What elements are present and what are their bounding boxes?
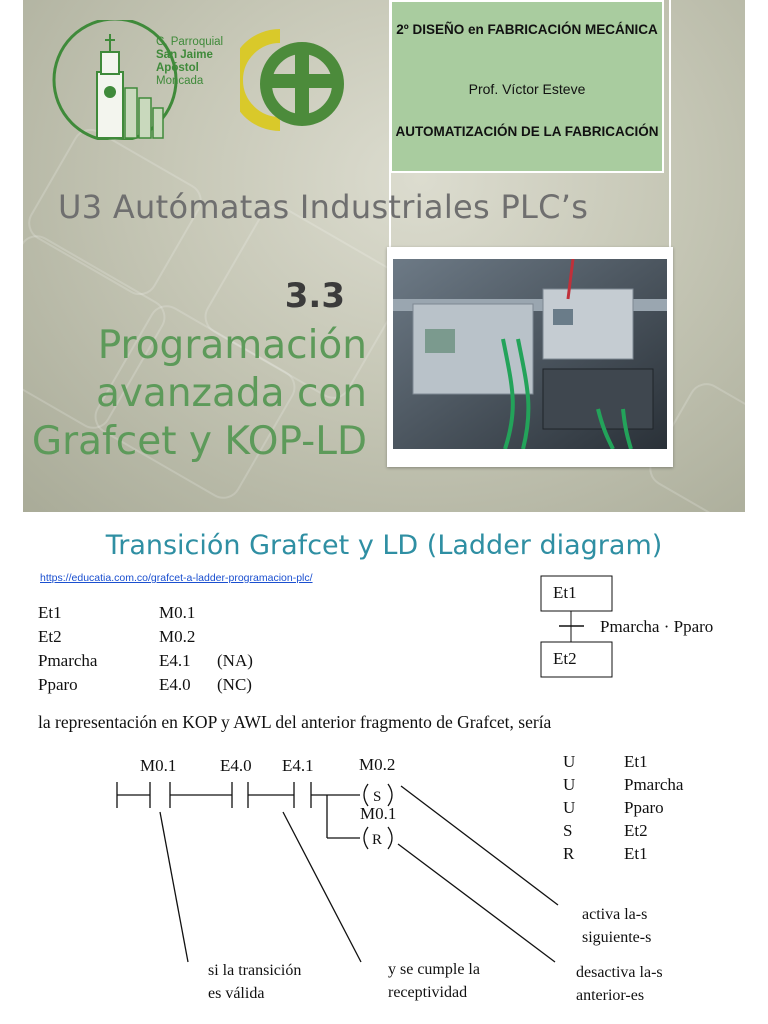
- professor-name: Prof. Víctor Esteve: [468, 81, 586, 97]
- awl-operand: Et2: [624, 821, 648, 840]
- annotation-pointer: [397, 843, 556, 963]
- section-title-line: avanzada con: [95, 371, 367, 416]
- awl-row: R Et1: [563, 842, 683, 865]
- variable-name: Et1: [38, 603, 62, 622]
- parish-line3: Apóstol: [156, 62, 199, 74]
- course-info-box: 2º DISEÑO en FABRICACIÓN MECÁNICA Prof. …: [390, 0, 664, 173]
- description-text: la representación en KOP y AWL del anter…: [38, 712, 552, 732]
- awl-op: U: [563, 798, 576, 817]
- grafcet-step1: Et1: [553, 583, 577, 602]
- variable-name: Pmarcha: [38, 651, 98, 670]
- annotation-activate: activa la-s siguiente-s: [582, 903, 651, 949]
- cross-logo-icon: [229, 29, 344, 131]
- awl-operand: Et1: [624, 752, 648, 771]
- section-title-line: Programación: [97, 323, 367, 368]
- coil-set-left: [363, 783, 369, 807]
- awl-row: U Pmarcha: [563, 773, 683, 796]
- parish-line4: Moncada: [156, 75, 204, 87]
- ladder-diagram: M0.1 E4.0 E4.1 M0.2 S M0.1 R si la trans…: [116, 755, 559, 1002]
- source-link[interactable]: https://educatia.com.co/grafcet-a-ladder…: [40, 572, 313, 584]
- variable-address: E4.0: [159, 675, 191, 694]
- annotation-valid: si la transición: [208, 962, 301, 979]
- awl-program: U Et1 U Pmarcha U Pparo S Et2 R Et1: [563, 750, 683, 865]
- annotation-line: siguiente-s: [582, 929, 652, 946]
- annotation-receptivity: receptividad: [388, 984, 467, 1001]
- coil-reset-left: [363, 826, 369, 850]
- module-name: AUTOMATIZACIÓN DE LA FABRICACIÓN: [395, 124, 659, 139]
- annotation-receptivity: y se cumple la: [388, 961, 480, 978]
- coil-reset-letter: R: [372, 832, 382, 848]
- awl-row: U Et1: [563, 750, 683, 773]
- variable-address: M0.1: [159, 603, 196, 622]
- frame-line: [389, 0, 391, 466]
- variable-address: E4.1: [159, 651, 191, 670]
- awl-row: S Et2: [563, 819, 683, 842]
- plc-photo: [393, 259, 667, 449]
- awl-row: U Pparo: [563, 796, 683, 819]
- section-title: Programación avanzada con Grafcet y KOP-…: [32, 322, 367, 466]
- awl-op: U: [563, 752, 576, 771]
- coil-label: M0.1: [360, 804, 396, 823]
- table-row: Et1 M0.1: [38, 601, 253, 625]
- variable-name: Pparo: [38, 675, 78, 694]
- grafcet-diagram: Et1 Pmarcha · Pparo Et2: [540, 575, 713, 678]
- variable-address: M0.2: [159, 627, 196, 646]
- plc-photo-frame: [387, 247, 673, 467]
- table-row: Et2 M0.2: [38, 625, 253, 649]
- coil-set-letter: S: [373, 789, 381, 805]
- table-row: Pparo E4.0 (NC): [38, 673, 253, 697]
- awl-op: U: [563, 775, 576, 794]
- annotation-pointer: [159, 811, 189, 963]
- grafcet-receptivity: Pmarcha · Pparo: [600, 617, 713, 636]
- variable-table: Et1 M0.1 Et2 M0.2 Pmarcha E4.1 (NA) Ppar…: [38, 601, 253, 697]
- variable-note: (NC): [217, 675, 252, 694]
- section-number: 3.3: [284, 276, 345, 316]
- annotation-pointer: [400, 785, 559, 906]
- variable-note: (NA): [217, 651, 253, 670]
- title-slide: C. Parroquial San Jaime Apóstol Moncada …: [23, 0, 745, 512]
- parish-line2: San Jaime: [156, 49, 213, 61]
- annotation-pointer: [282, 811, 362, 963]
- section-title-line: Grafcet y KOP-LD: [31, 419, 367, 464]
- grafcet-step-box: [540, 641, 613, 678]
- annotation-line: anterior-es: [576, 987, 645, 1004]
- course-name: 2º DISEÑO en FABRICACIÓN MECÁNICA: [396, 22, 658, 37]
- annotation-valid: es válida: [208, 985, 264, 1002]
- awl-operand: Pmarcha: [624, 775, 684, 794]
- parish-line1: C. Parroquial: [156, 36, 224, 48]
- contact-label: M0.1: [140, 756, 176, 775]
- parish-logo: C. Parroquial San Jaime Apóstol Moncada: [51, 17, 223, 143]
- awl-op: S: [563, 821, 573, 840]
- grafcet-step-box: [540, 575, 613, 612]
- variable-name: Et2: [38, 627, 62, 646]
- frame-line: [669, 0, 671, 466]
- table-row: Pmarcha E4.1 (NA): [38, 649, 253, 673]
- awl-operand: Et1: [624, 844, 648, 863]
- annotation-line: desactiva la-s: [576, 964, 663, 981]
- annotation-deactivate: desactiva la-s anterior-es: [576, 961, 663, 1007]
- cross-logo: [229, 28, 350, 132]
- contact-label: E4.1: [282, 756, 314, 775]
- contact-label: E4.0: [220, 756, 252, 775]
- section-heading: Transición Grafcet y LD (Ladder diagram): [105, 530, 663, 561]
- coil-reset-right: [387, 826, 393, 850]
- annotation-line: activa la-s: [582, 906, 648, 923]
- grafcet-step2: Et2: [553, 649, 577, 668]
- awl-operand: Pparo: [624, 798, 664, 817]
- coil-label: M0.2: [359, 755, 395, 774]
- coil-set-right: [387, 783, 393, 807]
- unit-title: U3 Autómatas Industriales PLC’s: [58, 188, 589, 226]
- parish-logo-text: C. Parroquial San Jaime Apóstol Moncada: [156, 36, 223, 88]
- awl-op: R: [563, 844, 575, 863]
